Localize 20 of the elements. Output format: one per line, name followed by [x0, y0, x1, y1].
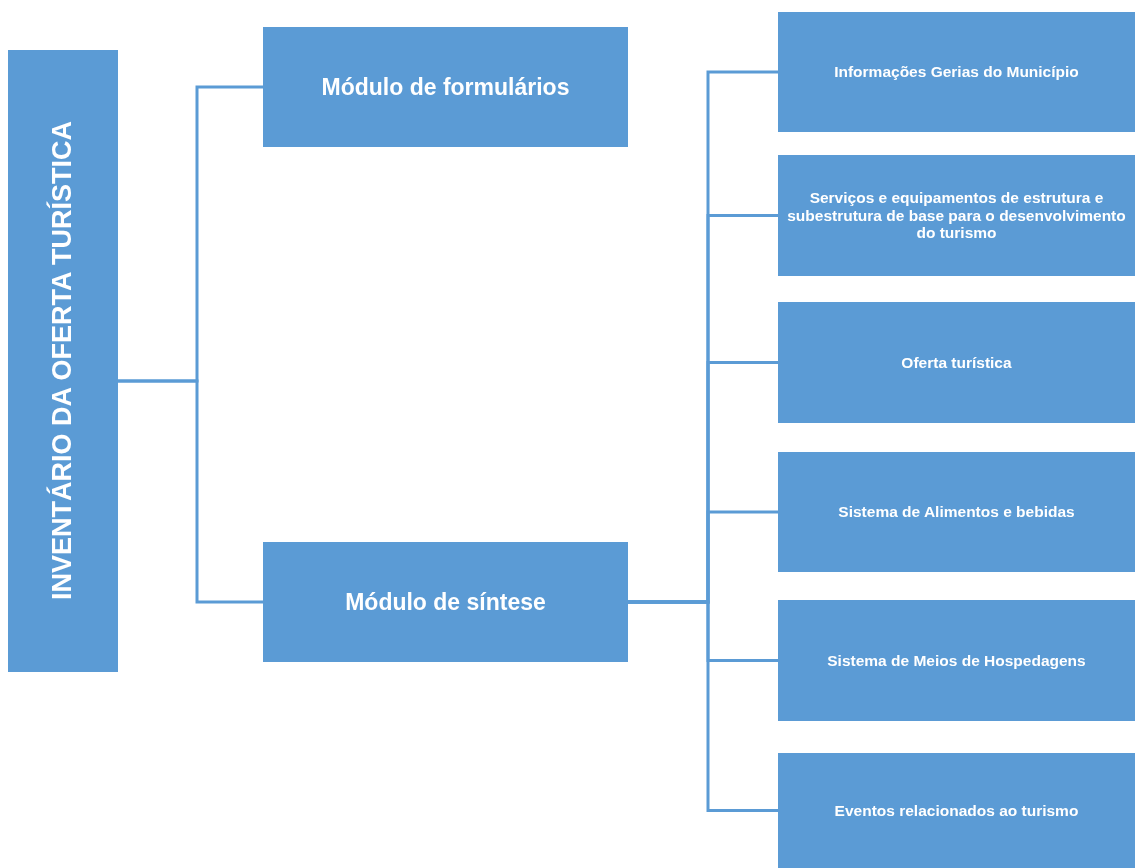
connector-line	[628, 600, 778, 812]
module-box	[778, 452, 1135, 572]
module-box	[778, 302, 1135, 423]
module-box	[778, 155, 1135, 276]
module-box	[778, 12, 1135, 132]
title-box	[8, 50, 118, 672]
box-label: Eventos relacionados ao turismo	[834, 801, 1079, 820]
module-box	[778, 753, 1135, 868]
box-label: Sistema de Alimentos e bebidas	[838, 503, 1075, 521]
box-label: Sistema de Meios de Hospedagens	[827, 651, 1086, 670]
box-label: Módulo de síntese	[345, 588, 546, 616]
module-box	[263, 542, 628, 662]
box-label: Módulo de formulários	[321, 73, 570, 101]
connector-line	[118, 379, 263, 604]
module-box	[778, 600, 1135, 721]
box-label: INVENTÁRIO DA OFERTA TURÍSTICA	[47, 120, 79, 603]
box-label: Informações Gerias do Município	[834, 63, 1079, 81]
module-box	[263, 27, 628, 147]
box-label: Oferta turística	[901, 353, 1012, 372]
box-label: Serviços e equipamentos de estrutura e subestrutura de base para o desenvolvimento do turismo	[786, 188, 1127, 243]
